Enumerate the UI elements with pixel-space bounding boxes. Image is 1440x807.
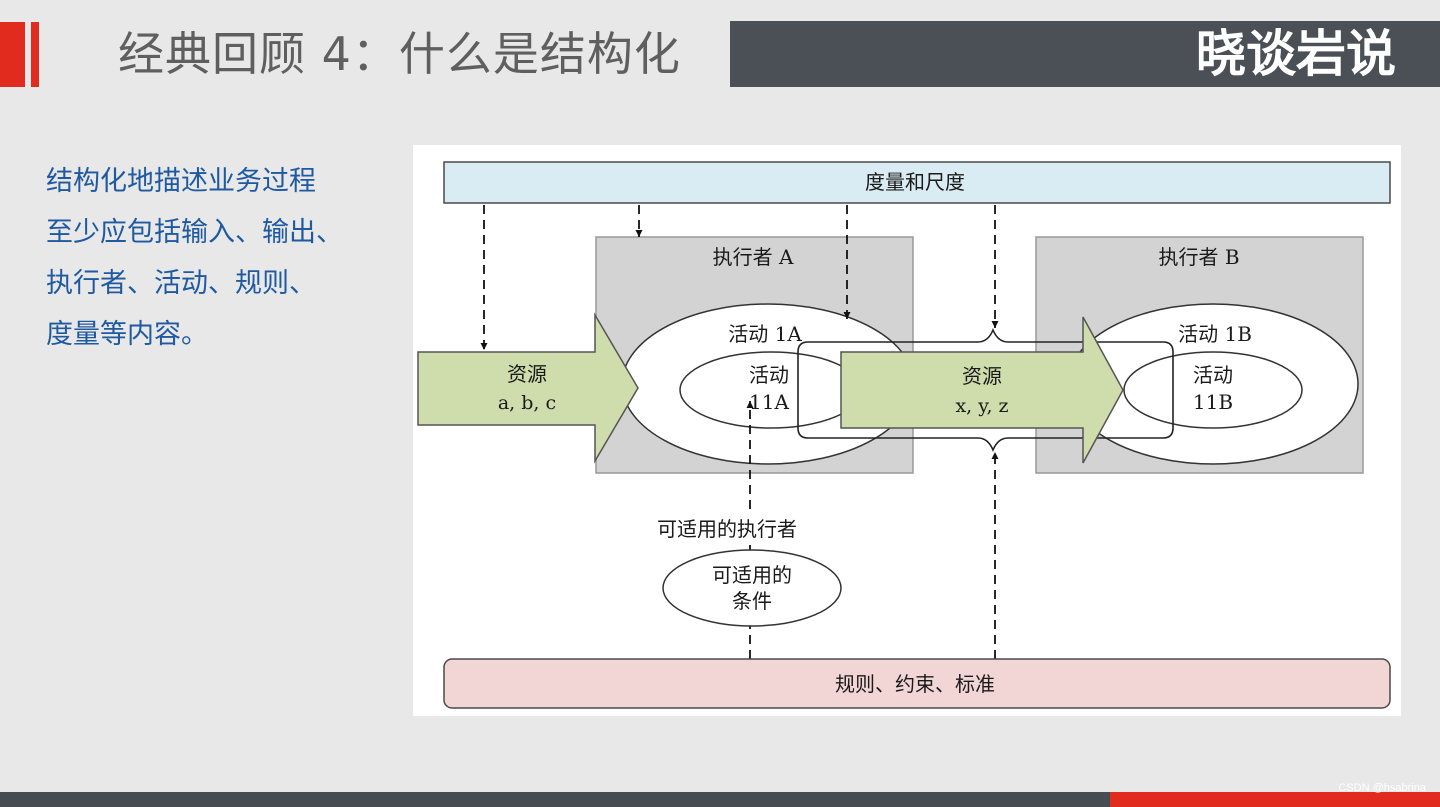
activity-11b-code: 11B (1193, 390, 1233, 414)
performer-a-label: 执行者 A (713, 245, 794, 269)
conditions-ellipse (662, 549, 842, 627)
description-line: 度量等内容。 (46, 319, 208, 350)
structure-diagram: 度量和尺度 执行者 A 执行者 B 活动 1A 活动 11A 活动 1B 活动 … (413, 145, 1401, 716)
activity-11a-code: 11A (749, 390, 789, 414)
top-bar (443, 161, 1391, 204)
resource-mid-label: 资源 (962, 364, 1002, 388)
conditions-label-2: 条件 (732, 589, 772, 613)
footer-bar (0, 792, 1440, 807)
header-banner: 晓谈岩说 (730, 21, 1440, 87)
top-bar-label: 度量和尺度 (865, 170, 965, 194)
activity-11a-label: 活动 (749, 363, 789, 387)
applicable-performer-label: 可适用的执行者 (657, 517, 797, 541)
description-line: 执行者、活动、规则、 (46, 268, 316, 299)
description-text: 结构化地描述业务过程 至少应包括输入、输出、 执行者、活动、规则、 度量等内容。 (46, 160, 366, 364)
brand-logo-text: 晓谈岩说 (1196, 25, 1396, 83)
resource-mid-arrow (840, 316, 1124, 464)
resource-in-items: a, b, c (498, 392, 556, 414)
activity-1b-label: 活动 1B (1178, 322, 1252, 346)
resource-mid-items: x, y, z (955, 395, 1008, 417)
resource-mid-brace (797, 327, 1174, 453)
header-accent-bar-right (31, 22, 39, 87)
activity-1a-label: 活动 1A (728, 322, 802, 346)
resource-in-label: 资源 (507, 362, 547, 386)
bottom-bar-label: 规则、约束、标准 (835, 672, 995, 696)
footer-accent-bar (1110, 792, 1440, 807)
header-accent-bar-left (0, 22, 25, 87)
page-title: 经典回顾 4：什么是结构化 (118, 27, 681, 81)
watermark: CSDN @hsabrina (1338, 782, 1426, 794)
performer-b-label: 执行者 B (1158, 245, 1239, 269)
activity-11b-label: 活动 (1193, 363, 1233, 387)
activity-11b-ellipse (1123, 351, 1303, 429)
applicable-performer-bg (637, 514, 817, 542)
description-line: 至少应包括输入、输出、 (46, 217, 343, 248)
resource-in-arrow (417, 312, 639, 464)
bottom-bar (443, 658, 1391, 709)
diagram-canvas: 度量和尺度 执行者 A 执行者 B 活动 1A 活动 11A 活动 1B 活动 … (417, 161, 1391, 709)
conditions-label: 可适用的 (712, 563, 792, 587)
description-line: 结构化地描述业务过程 (46, 166, 316, 197)
